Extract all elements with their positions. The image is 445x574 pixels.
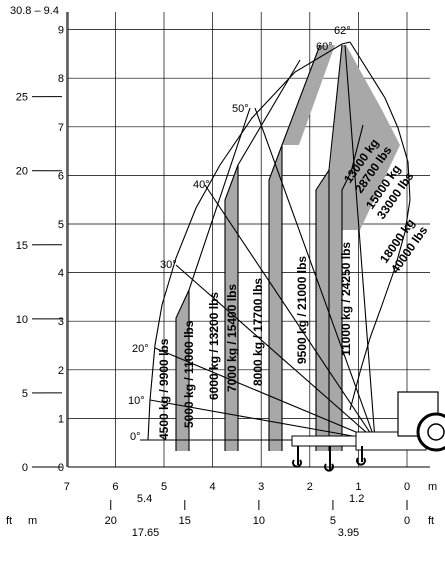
band-11000 bbox=[316, 170, 329, 451]
angle-label: 30° bbox=[160, 259, 177, 271]
y-m-tick-label: 6 bbox=[58, 170, 64, 182]
y-ft-tick-label: 0 bbox=[22, 462, 28, 474]
capacity-zone-label: 4500 kg / 9900 lbs bbox=[157, 338, 171, 440]
mark-1-2: 1.2 bbox=[349, 493, 364, 505]
y-ft-tick-label: 5 bbox=[22, 388, 28, 400]
band-5000 bbox=[176, 290, 189, 451]
capacity-zone-label: 8000 kg / 17700 lbs bbox=[251, 278, 265, 386]
band-13000-label bbox=[330, 45, 400, 230]
y-m-tick-label: 1 bbox=[58, 413, 64, 425]
capacity-zone-label: 5000 kg / 11000 lbs bbox=[182, 320, 196, 428]
y-m-tick-label: 5 bbox=[58, 219, 64, 231]
capacity-zone-label: 9500 kg / 21000 lbs bbox=[295, 256, 309, 364]
capacity-zone-label: 11000 kg / 24250 lbs bbox=[339, 242, 353, 356]
max-height-label: 30.8 – 9.4 bbox=[10, 5, 59, 17]
y-m-tick-label: 0 bbox=[58, 462, 64, 474]
y-m-tick-label: 2 bbox=[58, 365, 64, 377]
x-m-tick-label: 2 bbox=[307, 481, 313, 493]
y-m-tick-label: 4 bbox=[58, 268, 64, 280]
x-ft-left-label: ft bbox=[6, 515, 12, 527]
y-m-tick-label: 7 bbox=[58, 122, 64, 134]
axes bbox=[67, 12, 430, 468]
x-ft-tick-label: 10 bbox=[253, 515, 265, 527]
x-m-tick-label: 5 bbox=[161, 481, 167, 493]
angle-label: 60° bbox=[316, 41, 333, 53]
y-m-tick-label: 9 bbox=[58, 25, 64, 37]
mark-17-65: 17.65 bbox=[132, 527, 160, 539]
band-11000-upper bbox=[282, 45, 335, 145]
boom-lines bbox=[140, 41, 411, 451]
capacity-zone-label: 7000 kg / 15400 lbs bbox=[225, 284, 239, 392]
y-ft-tick-label: 15 bbox=[16, 240, 28, 252]
x-m-left-label: m bbox=[28, 515, 37, 527]
labels: 01234567891076543210051015202530.8 – 9.4… bbox=[6, 5, 437, 539]
x-m-unit: m bbox=[428, 481, 437, 493]
x-m-tick-label: 3 bbox=[258, 481, 264, 493]
band-7000 bbox=[225, 165, 238, 451]
angle-label: 20° bbox=[132, 343, 149, 355]
angle-label: 10° bbox=[128, 395, 145, 407]
y-ft-tick-label: 25 bbox=[16, 92, 28, 104]
x-m-tick-label: 6 bbox=[112, 481, 118, 493]
mark-3-95: 3.95 bbox=[338, 527, 359, 539]
band-9500 bbox=[269, 145, 282, 451]
x-m-tick-label: 4 bbox=[210, 481, 216, 493]
x-ft-tick-label: 0 bbox=[404, 515, 410, 527]
angle-label: 50° bbox=[232, 103, 249, 115]
x-ft-tick-label: 15 bbox=[179, 515, 191, 527]
mark-5-4: 5.4 bbox=[137, 493, 152, 505]
y-m-tick-label: 3 bbox=[58, 316, 64, 328]
capacity-bands bbox=[176, 45, 400, 451]
y-ft-tick-label: 20 bbox=[16, 166, 28, 178]
y-m-tick-label: 8 bbox=[58, 73, 64, 85]
capacity-zone-label: 6000 kg / 13200 lbs bbox=[207, 292, 221, 400]
angle-label: 62° bbox=[334, 25, 351, 37]
angle-label: 0° bbox=[130, 431, 141, 443]
x-ft-unit: ft bbox=[428, 515, 434, 527]
machine bbox=[291, 391, 445, 472]
x-m-tick-label: 7 bbox=[64, 481, 70, 493]
x-m-tick-label: 0 bbox=[404, 481, 410, 493]
x-ft-tick-label: 20 bbox=[105, 515, 117, 527]
grid bbox=[66, 12, 430, 467]
x-ft-tick-label: 5 bbox=[330, 515, 336, 527]
y-ft-tick-label: 10 bbox=[16, 314, 28, 326]
angle-label: 40° bbox=[193, 179, 210, 191]
x-m-tick-label: 1 bbox=[355, 481, 361, 493]
